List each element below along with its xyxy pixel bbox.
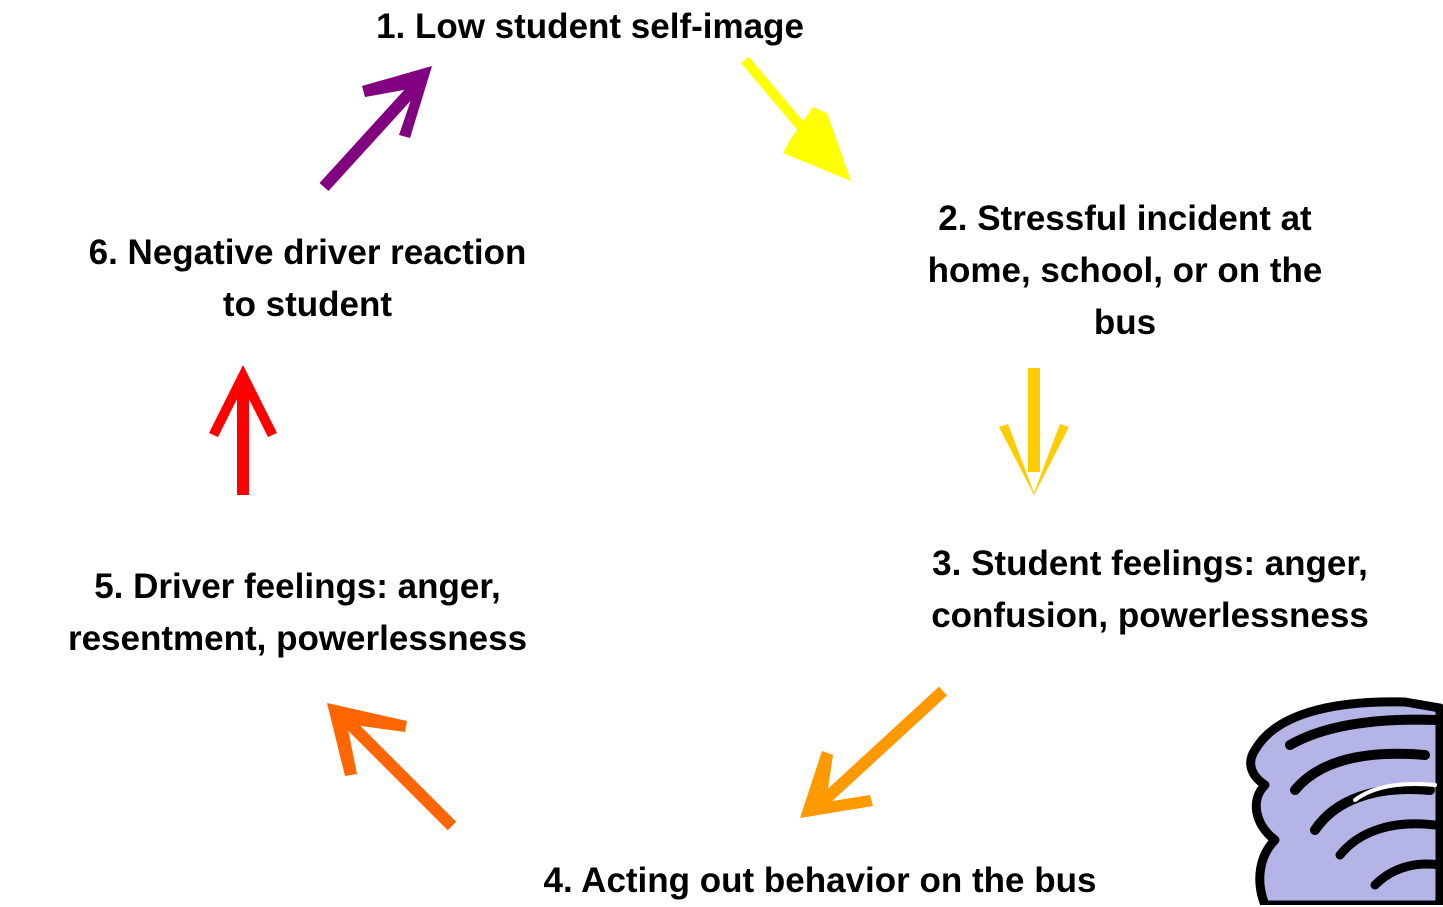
arrow-head (783, 107, 851, 181)
arrow-step3-to-step4 (800, 686, 948, 818)
step-3-student-feelings: 3. Student feelings: anger, confusion, p… (931, 544, 1369, 635)
arrow-head (209, 365, 277, 437)
step-6-negative-reaction: 6. Negative driver reaction to student (88, 233, 527, 324)
arrow-shaft (340, 714, 457, 831)
arrow-shaft (813, 686, 948, 811)
clipart-stroke (1370, 859, 1443, 890)
arrow-head (362, 66, 432, 138)
arrow-head (327, 703, 407, 776)
stressed-face-clipart (1246, 697, 1443, 905)
step-4-acting-out: 4. Acting out behavior on the bus (543, 861, 1097, 900)
clipart-stroke (1353, 781, 1437, 802)
arrow-step5-to-step6 (209, 365, 277, 495)
clipart-stroke (1290, 748, 1430, 795)
arrow-step1-to-step2 (741, 56, 851, 181)
arrow-step2-to-step3 (999, 368, 1069, 495)
step-5-driver-feelings: 5. Driver feelings: anger, resentment, p… (67, 567, 528, 658)
arrow-step6-to-step1 (319, 66, 432, 192)
clipart-stroke (1335, 819, 1440, 860)
step-1-low-self-image: 1. Low student self-image (376, 7, 804, 46)
clipart-stroke (1285, 714, 1440, 750)
arrow-head (800, 751, 873, 818)
arrow-head (999, 424, 1069, 495)
arrow-step4-to-step5 (327, 703, 457, 831)
step-2-stressful-incident: 2. Stressful incident at home, school, o… (927, 199, 1323, 342)
arrow-shaft (319, 81, 421, 192)
